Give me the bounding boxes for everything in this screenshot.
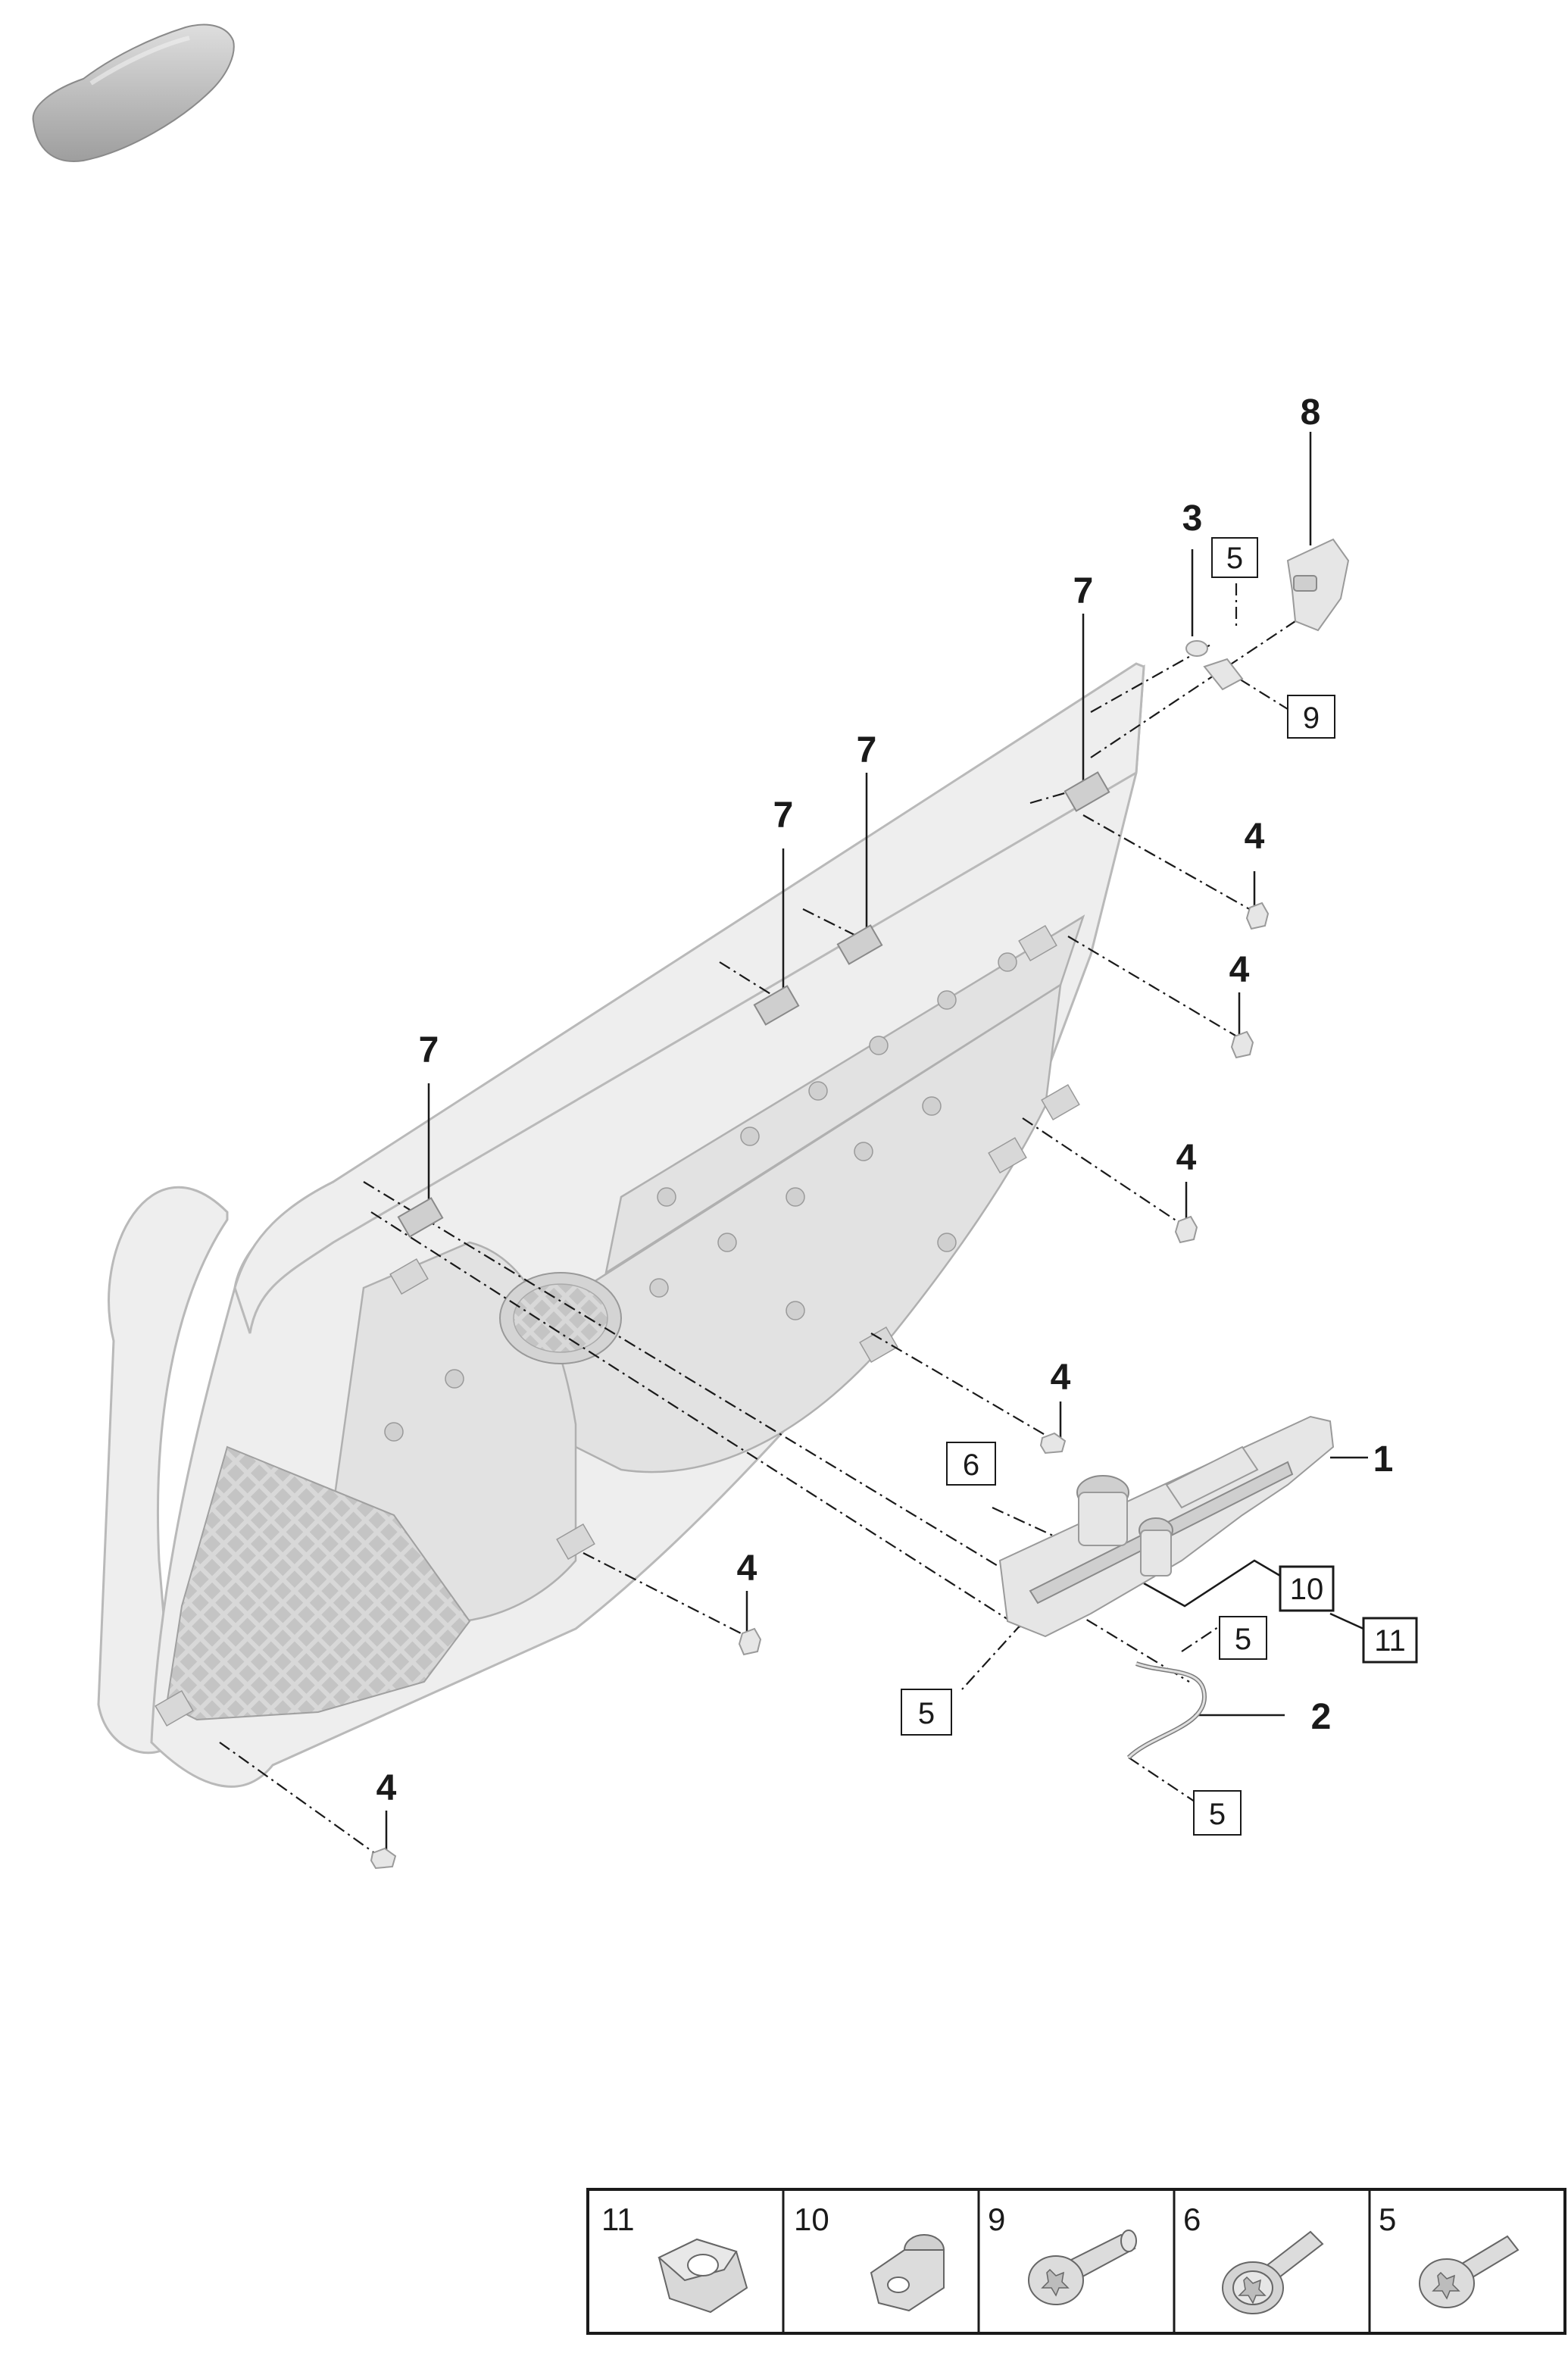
leader-lines <box>385 432 1368 1852</box>
legend-cell-10: 10 <box>794 2201 945 2312</box>
svg-text:6: 6 <box>963 1448 979 1482</box>
callout-3: 3 <box>1182 498 1203 539</box>
svg-text:5: 5 <box>918 1697 935 1730</box>
legend-cell-9: 9 <box>988 2201 1137 2305</box>
part-8-bracket <box>1286 538 1350 632</box>
torx-stud-screw-icon <box>1028 2230 1137 2305</box>
callout-4-d: 4 <box>1051 1358 1071 1398</box>
callout-8: 8 <box>1301 392 1321 433</box>
callout-4-c: 4 <box>1176 1138 1197 1178</box>
box-ref-5-bottom: 5 <box>1193 1790 1242 1836</box>
callout-labels: 8 3 7 7 7 7 4 4 4 4 4 4 1 2 <box>376 392 1394 1808</box>
part-3-clip <box>1185 640 1244 691</box>
legend-cell-5: 5 <box>1379 2201 1520 2308</box>
svg-text:11: 11 <box>1374 1624 1406 1658</box>
flange-nut-icon <box>870 2234 945 2312</box>
svg-text:6: 6 <box>1183 2201 1201 2237</box>
callout-7-d: 7 <box>419 1030 439 1070</box>
callout-4-a: 4 <box>1245 817 1265 857</box>
svg-text:10: 10 <box>794 2201 829 2237</box>
part-2-cable <box>1126 1661 1207 1760</box>
svg-text:11: 11 <box>601 2201 635 2237</box>
hex-nut-icon <box>657 2238 748 2314</box>
legend-cell-6: 6 <box>1183 2201 1324 2314</box>
callout-7-a: 7 <box>1073 571 1094 611</box>
fastener-legend: 11 10 9 6 <box>586 2188 1566 2335</box>
car-thumbnail <box>32 23 235 162</box>
part-1-handle-module <box>998 1415 1335 1638</box>
box-ref-9: 9 <box>1287 695 1335 739</box>
svg-text:5: 5 <box>1226 542 1243 575</box>
callout-1: 1 <box>1373 1439 1394 1480</box>
callout-4-e: 4 <box>737 1548 757 1589</box>
svg-text:5: 5 <box>1209 1798 1226 1831</box>
torx-screw-icon <box>1419 2235 1520 2308</box>
legend-cell-11: 11 <box>601 2201 748 2314</box>
callout-7-c: 7 <box>773 795 794 836</box>
box-ref-6: 6 <box>946 1442 996 1486</box>
svg-text:9: 9 <box>1303 702 1320 735</box>
svg-text:5: 5 <box>1235 1623 1251 1656</box>
callout-4-f: 4 <box>376 1768 397 1808</box>
box-ref-5-top: 5 <box>1211 537 1258 578</box>
speaker-grille <box>499 1272 622 1364</box>
box-ref-10: 10 <box>1279 1565 1335 1612</box>
callout-7-b: 7 <box>857 730 877 770</box>
part-4-clips <box>370 902 1270 1870</box>
callout-4-b: 4 <box>1229 950 1250 990</box>
boxed-references: 5 9 6 10 11 5 5 5 <box>901 537 1418 1836</box>
box-ref-5-left: 5 <box>901 1689 952 1736</box>
torx-washer-screw-icon <box>1222 2230 1324 2314</box>
svg-text:5: 5 <box>1379 2201 1396 2237</box>
svg-text:9: 9 <box>988 2201 1005 2237</box>
box-ref-11: 11 <box>1362 1617 1418 1664</box>
door-trim-panel <box>97 662 1145 1788</box>
box-ref-5-mid: 5 <box>1219 1616 1267 1660</box>
part-7-clips <box>397 771 1110 1238</box>
callout-2: 2 <box>1311 1697 1332 1737</box>
svg-text:10: 10 <box>1290 1573 1324 1606</box>
